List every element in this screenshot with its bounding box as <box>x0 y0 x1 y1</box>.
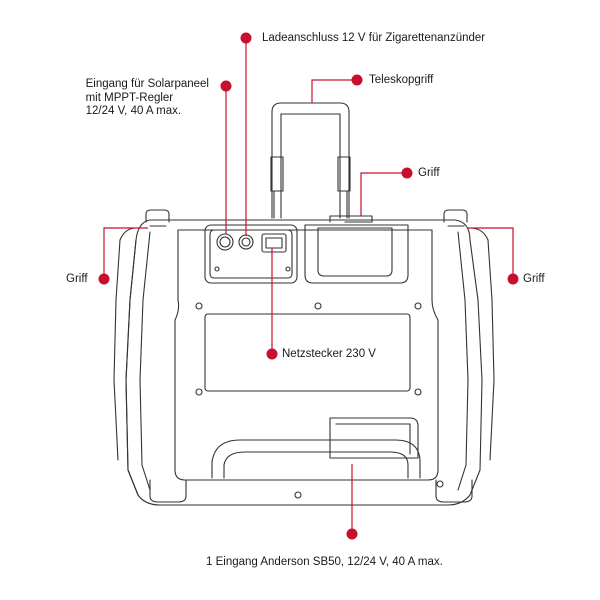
dot-netzstecker <box>266 348 278 360</box>
label-anderson: 1 Eingang Anderson SB50, 12/24 V, 40 A m… <box>206 556 443 568</box>
anderson-cover <box>329 417 419 459</box>
label-solar: Eingang für Solarpaneel mit MPPT-Regler … <box>86 78 209 119</box>
leader-teleskopgriff <box>311 79 357 103</box>
label-teleskopgriff: Teleskopgriff <box>369 74 434 86</box>
storage-compartment <box>304 221 409 284</box>
label-griff-right: Griff <box>523 273 545 285</box>
leader-griff-left <box>103 227 148 279</box>
side-handles <box>145 209 468 227</box>
dot-ladeanschluss <box>240 32 252 44</box>
case-body <box>113 219 495 506</box>
dot-griff-right <box>507 273 519 285</box>
label-netzstecker: Netzstecker 230 V <box>282 348 376 360</box>
connector-panel <box>204 224 298 284</box>
dot-teleskopgriff <box>351 74 363 86</box>
dot-anderson <box>346 528 358 540</box>
lower-recess <box>211 439 421 479</box>
dot-griff-top <box>401 167 413 179</box>
leader-griff-right <box>467 227 514 279</box>
feet <box>149 479 473 503</box>
top-grip <box>329 215 373 223</box>
telescopic-handle <box>270 102 351 219</box>
dot-griff-left <box>98 273 110 285</box>
label-solar-line-3: 12/24 V, 40 A max. <box>85 105 182 117</box>
label-griff-left: Griff <box>66 273 88 285</box>
dot-solar <box>220 80 232 92</box>
leader-griff-top <box>360 172 407 216</box>
recessed-panel <box>195 302 422 396</box>
label-ladeanschluss: Ladeanschluss 12 V für Zigarettenanzünde… <box>262 32 486 44</box>
label-solar-line-2: mit MPPT-Regler <box>85 91 174 104</box>
label-solar-line-1: Eingang für Solarpaneel <box>85 78 209 90</box>
label-griff-top: Griff <box>418 167 440 179</box>
